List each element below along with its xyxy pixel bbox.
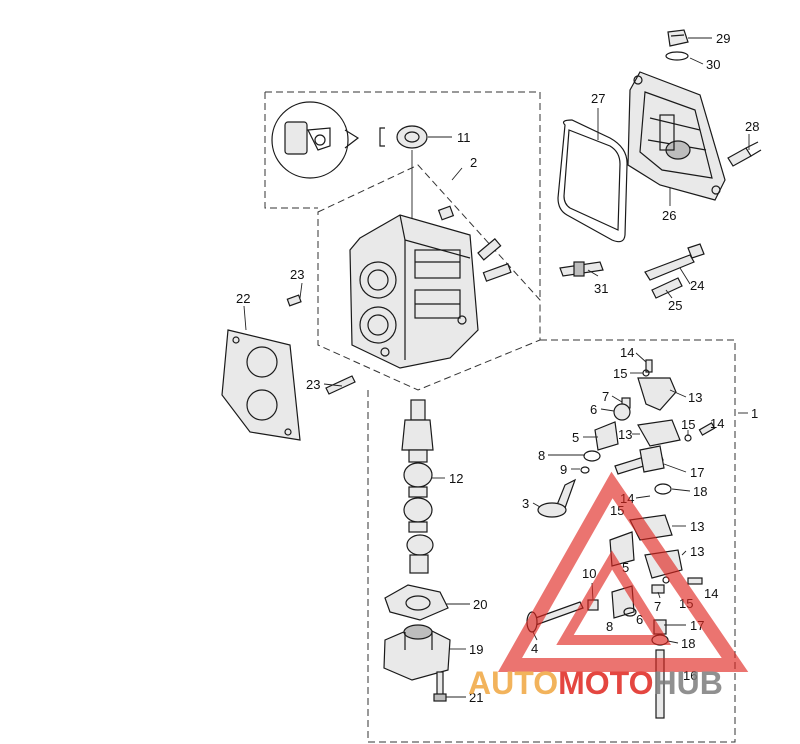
housing-gasket bbox=[384, 584, 449, 621]
callout-14-b: 14 bbox=[710, 416, 724, 431]
callout-1: 1 bbox=[751, 406, 758, 421]
callout-12: 12 bbox=[449, 471, 463, 486]
callout-7-a: 7 bbox=[602, 389, 609, 404]
callout-19: 19 bbox=[469, 642, 483, 657]
callout-8-b: 8 bbox=[606, 619, 613, 634]
leader-lines bbox=[243, 37, 750, 698]
head-gasket bbox=[221, 329, 301, 441]
watermark-text-hub: HUB bbox=[653, 665, 722, 701]
camshaft bbox=[401, 399, 434, 574]
short-bolt bbox=[651, 277, 683, 299]
callout-15-a: 15 bbox=[613, 366, 627, 381]
callout-5-a: 5 bbox=[572, 430, 579, 445]
callout-30: 30 bbox=[706, 57, 720, 72]
callout-23-upper: 23 bbox=[290, 267, 304, 282]
callout-27: 27 bbox=[591, 91, 605, 106]
callout-13-a: 13 bbox=[688, 390, 702, 405]
callout-15-b: 15 bbox=[681, 417, 695, 432]
callout-13-b: 13 bbox=[618, 427, 632, 442]
callout-31: 31 bbox=[594, 281, 608, 296]
cover-gasket bbox=[557, 119, 628, 243]
cylinder-head-cover bbox=[627, 71, 726, 201]
callout-10: 10 bbox=[582, 566, 596, 581]
callout-29: 29 bbox=[716, 31, 730, 46]
watermark-triangle-inner bbox=[556, 550, 672, 645]
callout-5-b: 5 bbox=[622, 560, 629, 575]
callout-2: 2 bbox=[470, 155, 477, 170]
callout-13-c: 13 bbox=[690, 519, 704, 534]
seal-detail-outline bbox=[264, 91, 541, 300]
callout-18-a: 18 bbox=[693, 484, 707, 499]
callout-14-a: 14 bbox=[620, 345, 634, 360]
callout-17-a: 17 bbox=[690, 465, 704, 480]
cover-bolt bbox=[727, 141, 762, 167]
oil-seal-detail bbox=[271, 101, 428, 218]
callout-26: 26 bbox=[662, 208, 676, 223]
callout-28: 28 bbox=[745, 119, 759, 134]
cylinder-head bbox=[349, 214, 479, 369]
callout-14-d: 14 bbox=[704, 586, 718, 601]
watermark-text-moto: MOTO bbox=[558, 665, 653, 701]
callout-21: 21 bbox=[469, 690, 483, 705]
callout-25: 25 bbox=[668, 298, 682, 313]
callout-7-b: 7 bbox=[654, 599, 661, 614]
callout-18-b: 18 bbox=[681, 636, 695, 651]
head-small-parts bbox=[286, 205, 512, 395]
watermark-triangle-outer bbox=[497, 471, 749, 672]
watermark-logo-text: AUTOMOTOHUB bbox=[468, 665, 723, 701]
thermostat-housing bbox=[383, 624, 451, 681]
automotohub-watermark: AUTOMOTOHUB bbox=[468, 471, 749, 701]
spark-plug bbox=[559, 261, 604, 277]
long-bolt bbox=[644, 243, 705, 281]
callout-11: 11 bbox=[457, 130, 471, 145]
valve-train-upper bbox=[537, 359, 716, 518]
valve-train-outline bbox=[367, 339, 736, 743]
callout-24: 24 bbox=[690, 278, 704, 293]
callout-8-a: 8 bbox=[538, 448, 545, 463]
callout-13-d: 13 bbox=[690, 544, 704, 559]
callout-6-a: 6 bbox=[590, 402, 597, 417]
callout-6-b: 6 bbox=[636, 612, 643, 627]
oil-filler-cap bbox=[665, 29, 689, 61]
callout-3: 3 bbox=[522, 496, 529, 511]
callout-labels: 29 30 27 28 26 11 2 23 22 23 31 24 25 14… bbox=[236, 31, 759, 705]
group-outlines bbox=[264, 91, 736, 743]
callout-22: 22 bbox=[236, 291, 250, 306]
watermark-text-auto: AUTO bbox=[468, 665, 558, 701]
callout-23-lower: 23 bbox=[306, 377, 320, 392]
housing-bolt bbox=[433, 671, 447, 702]
callout-4: 4 bbox=[531, 641, 538, 656]
callout-9: 9 bbox=[560, 462, 567, 477]
callout-20: 20 bbox=[473, 597, 487, 612]
